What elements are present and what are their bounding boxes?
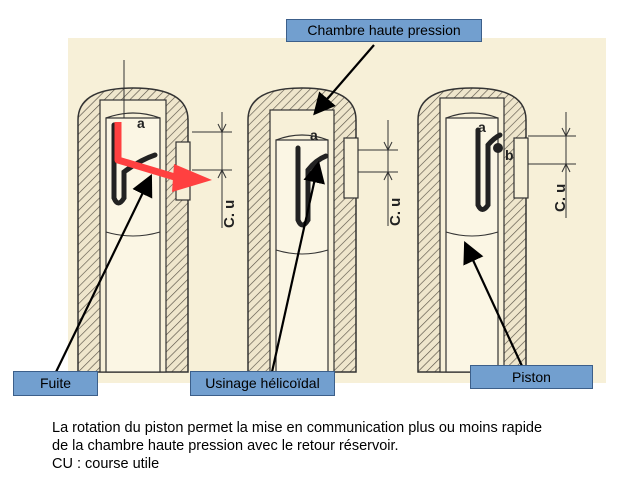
caption-line-3: CU : course utile xyxy=(52,456,160,472)
pointer-piston xyxy=(463,241,523,367)
letter-b-3: b xyxy=(505,147,514,163)
stroke-label-2: C. u xyxy=(387,198,404,226)
letter-a-1: a xyxy=(137,115,145,131)
label-fuite: Fuite xyxy=(13,371,98,396)
caption: La rotation du piston permet la mise en … xyxy=(52,419,637,473)
label-piston: Piston xyxy=(470,365,593,389)
letter-a-2: a xyxy=(310,127,318,143)
caption-line-2: de la chambre haute pression avec le ret… xyxy=(52,438,399,454)
stroke-dimension-2 xyxy=(358,120,398,226)
stroke-dimension-3 xyxy=(528,112,576,218)
pointer-chambre xyxy=(313,44,375,116)
label-usinage-helicoidal: Usinage hélicoïdal xyxy=(190,371,335,396)
pointer-usinage xyxy=(270,160,325,373)
leak-arrow xyxy=(114,122,212,192)
stroke-dimension-1 xyxy=(192,112,232,228)
letter-a-3: a xyxy=(478,119,486,135)
stroke-label-3: C. u xyxy=(552,184,569,212)
label-chambre-haute-pression: Chambre haute pression xyxy=(286,19,482,42)
cylinder-1: a xyxy=(77,87,191,373)
caption-line-1: La rotation du piston permet la mise en … xyxy=(52,420,543,436)
pointer-fuite xyxy=(55,174,153,373)
stroke-label-1: C. u xyxy=(221,200,238,228)
cylinder-3: a b xyxy=(417,87,529,373)
